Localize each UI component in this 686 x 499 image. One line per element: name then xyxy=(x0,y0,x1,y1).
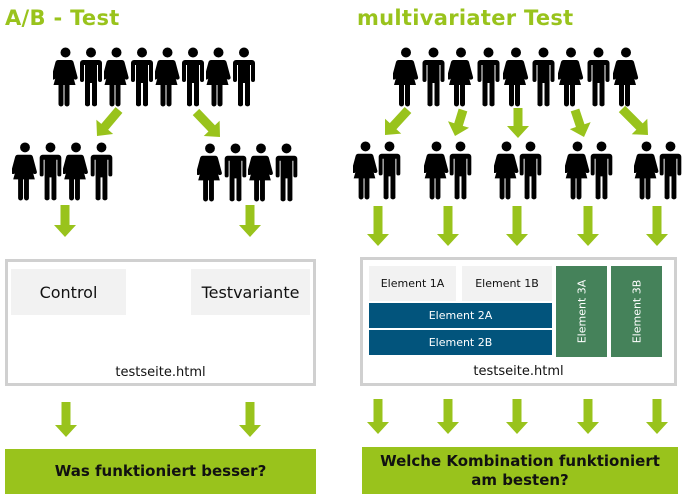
test-variant-label: Testvariante xyxy=(201,282,300,302)
arrow-icon xyxy=(618,105,649,136)
arrow-icon xyxy=(96,107,123,137)
element-1a-label: Element 1A xyxy=(380,277,445,290)
ab-test-page: Control Testvariante testseite.html xyxy=(5,259,316,386)
element-2b-label: Element 2B xyxy=(428,336,493,349)
woman-icon xyxy=(503,47,529,107)
arrow-icon xyxy=(367,399,389,434)
control-label: Control xyxy=(39,282,98,302)
multivariate-test-title: multivariater Test xyxy=(357,6,574,30)
ab-question: Was funktioniert besser? xyxy=(54,462,267,480)
mv-question-line1: Welche Kombination funktioniert xyxy=(380,451,660,470)
man-icon xyxy=(519,141,542,200)
arrow-icon xyxy=(577,399,599,434)
arrow-icon xyxy=(506,206,528,246)
man-icon xyxy=(587,47,610,107)
woman-icon xyxy=(613,47,639,107)
ab-result-bar: Was funktioniert besser? xyxy=(5,449,316,494)
man-icon xyxy=(659,141,682,200)
woman-icon xyxy=(53,47,78,107)
woman-icon xyxy=(248,143,273,202)
woman-icon xyxy=(565,141,590,200)
man-icon xyxy=(131,47,153,107)
woman-icon xyxy=(634,141,659,200)
element-2b: Element 2B xyxy=(369,330,552,355)
woman-icon xyxy=(448,47,474,107)
man-icon xyxy=(90,142,113,201)
man-icon xyxy=(378,141,401,200)
arrow-icon xyxy=(437,399,459,434)
arrow-icon xyxy=(239,402,261,437)
ab-page-filename: testseite.html xyxy=(115,365,206,380)
woman-icon xyxy=(494,141,519,200)
element-1a: Element 1A xyxy=(369,266,456,301)
element-1b: Element 1B xyxy=(462,266,552,301)
mv-result-bar: Welche Kombination funktioniert am beste… xyxy=(362,447,678,494)
man-icon xyxy=(80,47,102,107)
man-icon xyxy=(275,143,298,202)
arrow-icon xyxy=(569,108,591,137)
woman-icon xyxy=(558,47,584,107)
man-icon xyxy=(39,142,62,201)
element-1b-label: Element 1B xyxy=(475,277,539,290)
ab-test-title: A/B - Test xyxy=(5,6,120,30)
element-3b: Element 3B xyxy=(611,266,662,357)
woman-icon xyxy=(12,142,37,201)
test-variant-block: Testvariante xyxy=(191,269,310,315)
woman-icon xyxy=(155,47,180,107)
man-icon xyxy=(422,47,445,107)
woman-icon xyxy=(63,142,88,201)
arrow-icon xyxy=(646,399,668,434)
woman-icon xyxy=(393,47,419,107)
arrow-icon xyxy=(437,206,459,246)
control-block: Control xyxy=(11,269,126,315)
man-icon xyxy=(590,141,613,200)
man-icon xyxy=(233,47,255,107)
arrow-icon xyxy=(646,206,668,246)
arrow-icon xyxy=(54,205,76,237)
man-icon xyxy=(182,47,204,107)
arrow-icon xyxy=(507,108,529,138)
element-2a: Element 2A xyxy=(369,303,552,328)
element-3a-label: Element 3A xyxy=(575,279,588,344)
mv-test-page: Element 1A Element 1B Element 2A Element… xyxy=(360,257,677,386)
man-icon xyxy=(449,141,472,200)
mv-page-filename: testseite.html xyxy=(473,364,564,379)
arrow-icon xyxy=(577,206,599,246)
woman-icon xyxy=(104,47,129,107)
woman-icon xyxy=(353,141,378,200)
man-icon xyxy=(224,143,247,202)
element-3a: Element 3A xyxy=(556,266,607,357)
arrow-icon xyxy=(192,108,220,137)
mv-question-line2: am besten? xyxy=(471,470,569,489)
arrow-icon xyxy=(367,206,389,246)
man-icon xyxy=(532,47,555,107)
arrow-icon xyxy=(448,108,470,137)
woman-icon xyxy=(206,47,231,107)
woman-icon xyxy=(424,141,449,200)
element-3b-label: Element 3B xyxy=(630,279,643,344)
arrow-icon xyxy=(506,399,528,434)
arrow-icon xyxy=(55,402,77,437)
woman-icon xyxy=(197,143,222,202)
element-2a-label: Element 2A xyxy=(428,309,493,322)
arrow-icon xyxy=(239,205,261,237)
man-icon xyxy=(477,47,500,107)
arrow-icon xyxy=(384,106,412,135)
